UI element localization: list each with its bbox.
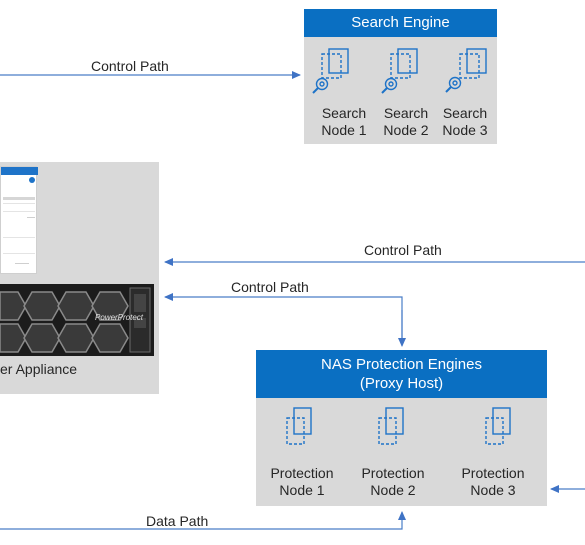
- appliance-server-image: PowerProtect: [0, 284, 154, 356]
- search-document-icon: [381, 48, 418, 94]
- search-node-2-label: Search Node 2: [383, 105, 429, 138]
- search-node-1-label: Search Node 1: [321, 105, 367, 138]
- nas-protection-title: NAS Protection Engines (Proxy Host): [256, 350, 547, 398]
- protection-node-3-label: Protection Node 3: [461, 465, 525, 498]
- control-path-top-label: Control Path: [91, 58, 169, 74]
- search-engine-title: Search Engine: [304, 9, 497, 37]
- search-document-icon: [312, 48, 349, 94]
- appliance-label: er Appliance: [0, 361, 78, 377]
- data-path-arrow: [0, 511, 406, 530]
- control-path-right-label: Control Path: [364, 242, 442, 258]
- bezel-brand-text: PowerProtect: [95, 313, 144, 322]
- search-document-icon: [445, 48, 487, 93]
- document-copy-icon: [485, 407, 511, 445]
- control-path-mid-arrow: [164, 293, 403, 344]
- document-copy-icon: [378, 407, 404, 445]
- control-path-mid-label: Control Path: [231, 279, 309, 295]
- nas-title-line1: NAS Protection Engines: [321, 356, 482, 373]
- appliance-ui-screenshot: [0, 166, 38, 274]
- protection-node-2-label: Protection Node 2: [361, 465, 425, 498]
- protection-node-1-label: Protection Node 1: [270, 465, 334, 498]
- nas-title-line2: (Proxy Host): [359, 375, 444, 392]
- document-copy-icon: [286, 407, 312, 445]
- data-path-label: Data Path: [146, 513, 209, 529]
- search-node-3-label: Search Node 3: [442, 105, 488, 138]
